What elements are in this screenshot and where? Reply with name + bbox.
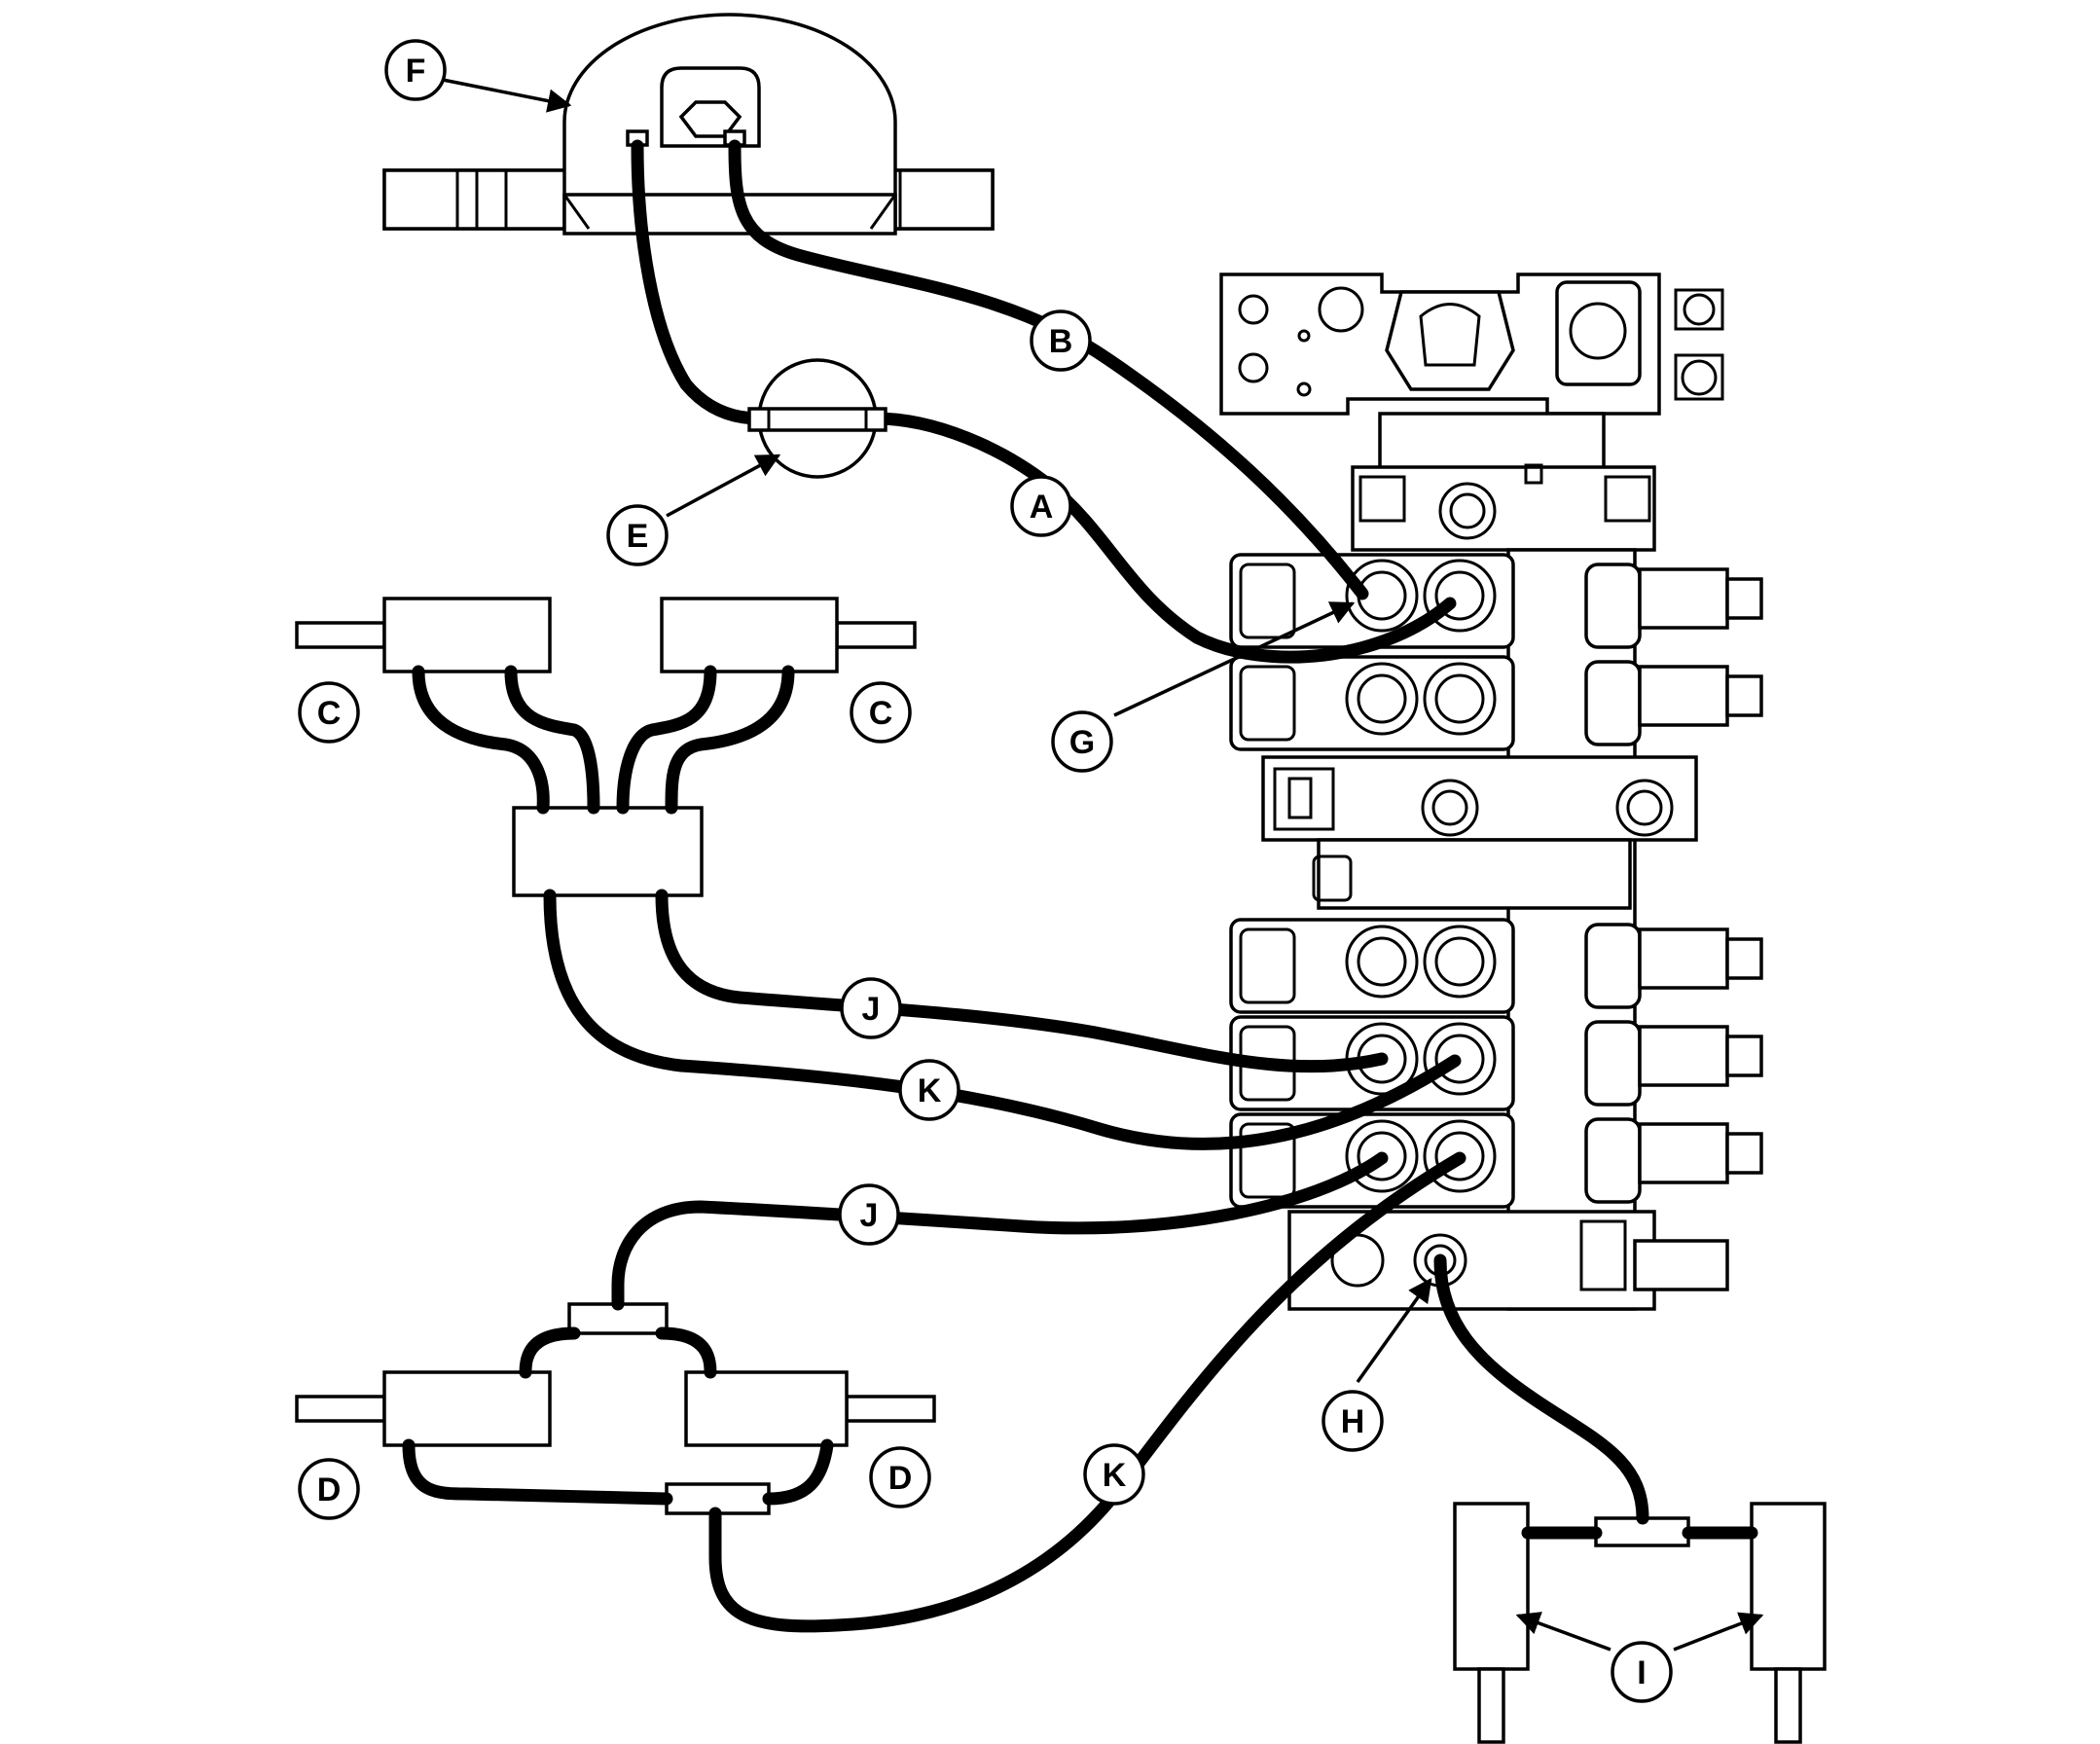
svg-text:D: D <box>888 1460 913 1497</box>
callout-i: I <box>1611 1641 1673 1703</box>
svg-text:J: J <box>860 1197 879 1234</box>
callout-j-lower: J <box>838 1183 900 1246</box>
svg-text:H: H <box>1341 1403 1365 1440</box>
svg-text:J: J <box>862 991 881 1028</box>
solenoid-group <box>1584 563 1763 1204</box>
svg-text:C: C <box>869 695 893 732</box>
svg-text:B: B <box>1049 323 1073 360</box>
callout-j-upper: J <box>840 977 902 1039</box>
svg-text:C: C <box>317 695 342 732</box>
callout-d-left: D <box>298 1458 360 1520</box>
svg-text:K: K <box>918 1072 942 1109</box>
cylinders-c <box>295 597 917 897</box>
callout-a: A <box>1010 475 1072 537</box>
component-f-bracket <box>382 13 995 236</box>
component-e-restrictor <box>747 358 887 479</box>
callout-h: H <box>1322 1390 1384 1452</box>
cylinders-d <box>295 1302 936 1515</box>
svg-text:F: F <box>406 53 426 90</box>
callout-b: B <box>1030 309 1092 372</box>
callout-f: F <box>384 39 447 101</box>
svg-text:A: A <box>1030 489 1054 526</box>
callout-k-lower: K <box>1083 1443 1145 1506</box>
callout-e: E <box>606 504 669 566</box>
cylinders-i <box>1453 1502 1827 1744</box>
svg-text:G: G <box>1069 724 1095 761</box>
callout-k-upper: K <box>898 1059 960 1121</box>
svg-text:E: E <box>627 518 649 555</box>
svg-text:I: I <box>1637 1654 1646 1691</box>
callout-c-right: C <box>850 681 912 744</box>
callout-d-right: D <box>869 1446 931 1508</box>
leader-lines <box>442 78 1764 1652</box>
hoses <box>402 139 1758 1633</box>
control-valve-stack <box>1219 272 1763 1311</box>
callout-g: G <box>1051 710 1113 773</box>
svg-text:D: D <box>317 1472 342 1508</box>
callout-c-left: C <box>298 681 360 744</box>
svg-text:K: K <box>1103 1457 1127 1494</box>
